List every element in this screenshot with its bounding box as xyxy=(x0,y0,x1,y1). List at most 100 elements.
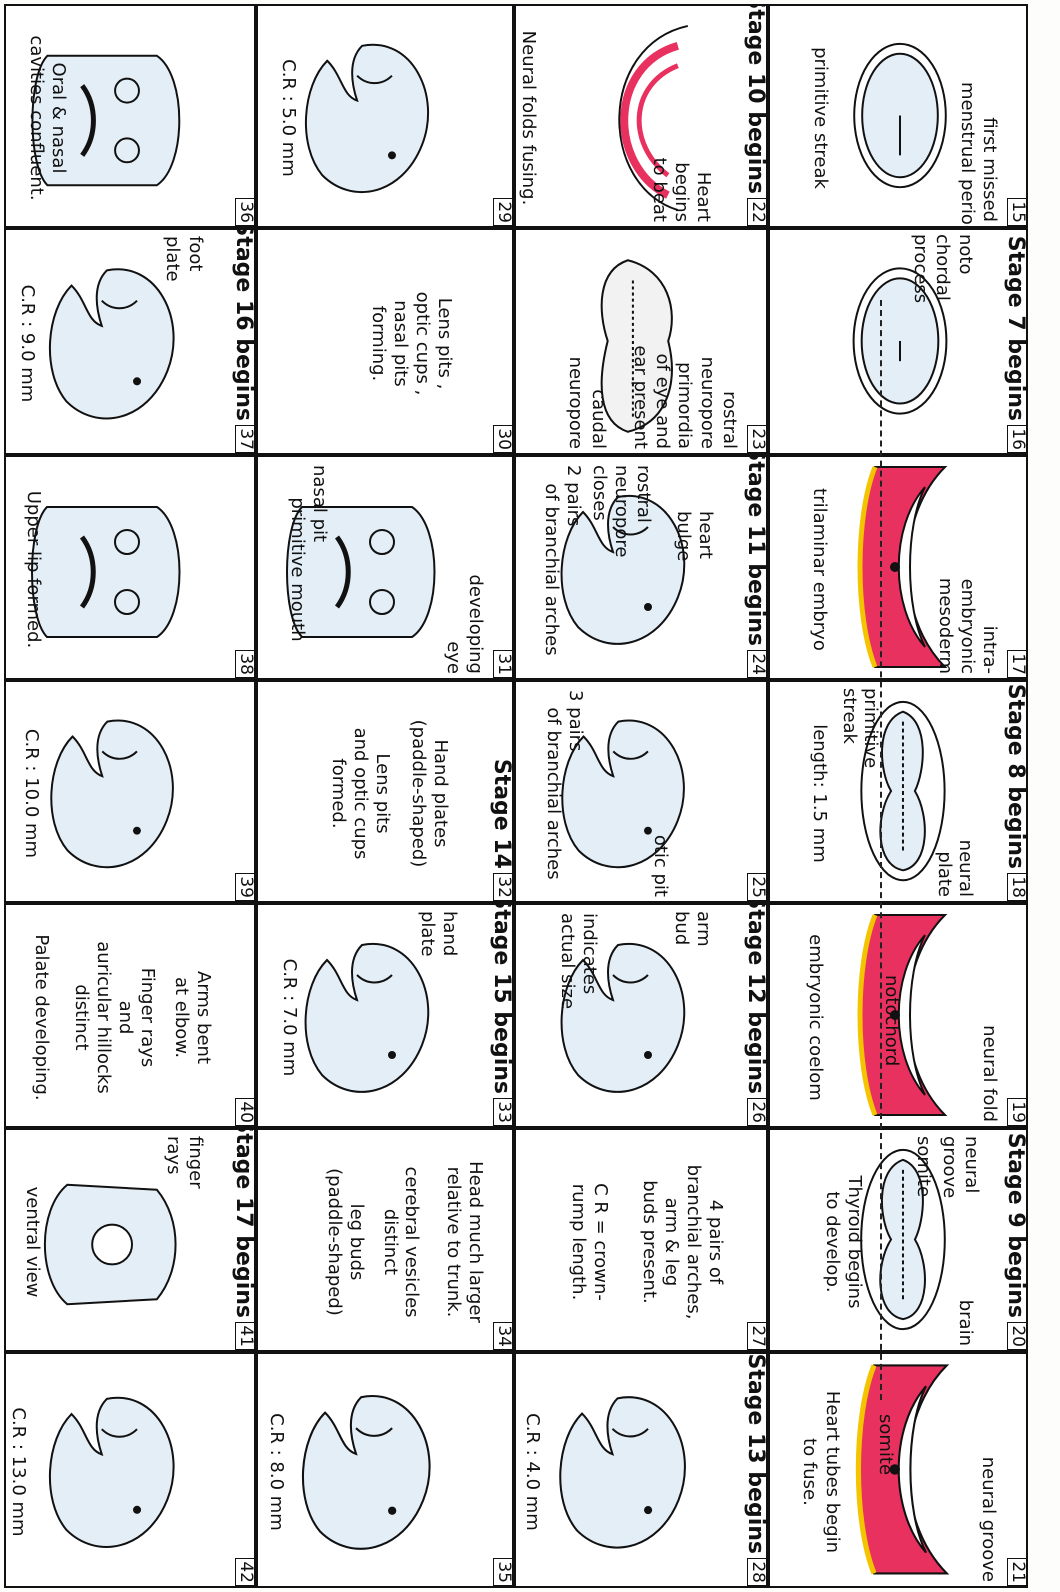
stage-15-drawing xyxy=(854,44,946,187)
stage-label: to develop. xyxy=(822,1130,843,1353)
stage-21-drawing xyxy=(858,1365,946,1573)
stage-label: Palate developing. xyxy=(31,905,52,1128)
stage-label: C.R : 4.0 mm xyxy=(522,1360,543,1585)
stage-label: branchial arches, xyxy=(683,1130,704,1353)
stage-heading: Stage 17 begins xyxy=(231,1128,256,1318)
stage-number: 31 xyxy=(493,650,514,678)
stage-cell-35: 35C.R : 8.0 mm xyxy=(256,1352,514,1588)
stage-41-drawing xyxy=(45,1185,176,1304)
stage-cell-content: 15first missedmenstrual periodprimitive … xyxy=(770,6,1028,228)
stage-number: 19 xyxy=(1007,1098,1028,1126)
stage-label: to beat xyxy=(649,152,670,222)
stage-label: rostral xyxy=(719,329,740,449)
stage-label: actual size xyxy=(557,913,578,1033)
stage-label: indicates xyxy=(579,913,600,1033)
stage-number: 32 xyxy=(493,873,514,901)
stage-cell-41: 41Stage 17 beginsfingerraysventral view xyxy=(4,1128,256,1352)
stage-cell-34: 34Head much largerrelative to trunk.cere… xyxy=(256,1128,514,1352)
stage-number: 25 xyxy=(747,873,768,901)
stage-number: 16 xyxy=(1007,425,1028,453)
stage-number: 26 xyxy=(747,1098,768,1126)
stage-label: cavities confluent. xyxy=(26,6,47,229)
stage-label: embryonic coelom xyxy=(805,905,826,1128)
stage-label: primordia xyxy=(674,329,695,449)
stage-cell-content: 32Stage 14Hand plates(paddle-shaped)Lens… xyxy=(258,682,514,903)
stage-label: neuropore xyxy=(697,329,718,449)
stage-label: caudal xyxy=(588,329,609,449)
stage-cell-38: 38Upper lip formed. xyxy=(4,455,256,680)
stage-33-drawing xyxy=(306,944,429,1092)
stage-label: C.R : 5.0 mm xyxy=(278,6,299,229)
stage-number: 17 xyxy=(1007,650,1028,678)
stage-label: neural groove xyxy=(978,1432,999,1582)
stage-37-drawing xyxy=(50,269,174,418)
stage-label: rays xyxy=(163,1136,184,1196)
stage-cell-content: 274 pairs ofbranchial arches,arm & legbu… xyxy=(516,1130,768,1352)
stage-17-drawing xyxy=(860,467,945,667)
stage-label: relative to trunk. xyxy=(443,1130,464,1353)
stage-label: embryonic xyxy=(957,564,978,674)
stage-label: formed. xyxy=(329,681,350,903)
stage-label: neuropore xyxy=(611,465,632,555)
stage-number: 27 xyxy=(747,1322,768,1350)
stage-label: notochord xyxy=(881,975,902,1085)
stage-number: 36 xyxy=(235,198,256,226)
stage-number: 33 xyxy=(493,1098,514,1126)
stage-number: 30 xyxy=(493,425,514,453)
stage-label: neural xyxy=(955,827,976,897)
stage-label: length: 1.5 mm xyxy=(809,684,830,904)
stage-figure xyxy=(258,1354,514,1588)
stage-number: 21 xyxy=(1007,1558,1028,1586)
stage-heading: Stage 11 begins xyxy=(743,455,768,646)
stage-number: 42 xyxy=(235,1558,256,1586)
connector-dashed-line xyxy=(880,300,882,1400)
stage-label: finger xyxy=(185,1136,206,1196)
stage-label: C.R : 7.0 mm xyxy=(279,905,300,1128)
stage-figure xyxy=(6,230,256,455)
stage-cell-content: 20Stage 9 beginsbrainneuralgroovesomiteT… xyxy=(770,1130,1028,1352)
stage-label: bulge xyxy=(673,511,694,571)
stage-label: Heart xyxy=(693,152,714,222)
stage-label: plate xyxy=(162,236,183,296)
stage-label: chordal xyxy=(932,234,953,294)
stage-label: of branchial arches xyxy=(541,457,562,680)
stage-heading: Stage 12 begins xyxy=(743,903,768,1094)
stage-label: closes xyxy=(589,465,610,555)
stage-label: auricular hillocks xyxy=(93,905,114,1128)
stage-number: 20 xyxy=(1007,1322,1028,1350)
stage-35-drawing xyxy=(303,1396,430,1549)
stage-label: C R = crown- xyxy=(590,1130,611,1353)
stage-label: C.R : 10.0 mm xyxy=(21,681,42,903)
stage-label: Oral & nasal xyxy=(48,6,69,229)
stage-heading: Stage 14 xyxy=(489,759,514,869)
stage-label: primitive streak xyxy=(810,6,831,229)
stage-label: 4 pairs of xyxy=(705,1130,726,1353)
stage-number: 41 xyxy=(235,1322,256,1350)
stage-label: distinct xyxy=(71,905,92,1128)
stage-figure xyxy=(6,682,256,903)
stage-label: arm xyxy=(693,911,714,971)
stage-label: ear present xyxy=(630,329,651,449)
stage-cell-24: 24Stage 11 beginsheartbulgerostralneurop… xyxy=(514,455,768,680)
stage-label: 3 pairs xyxy=(565,690,586,790)
stage-label: otic pit xyxy=(650,797,671,897)
stage-label: Neural folds fusing. xyxy=(518,6,539,229)
stage-number: 29 xyxy=(493,198,514,226)
stage-heading: Stage 7 begins xyxy=(1003,236,1028,421)
stage-label: Head much larger xyxy=(465,1130,486,1353)
stage-label: of branchial arches xyxy=(543,681,564,903)
